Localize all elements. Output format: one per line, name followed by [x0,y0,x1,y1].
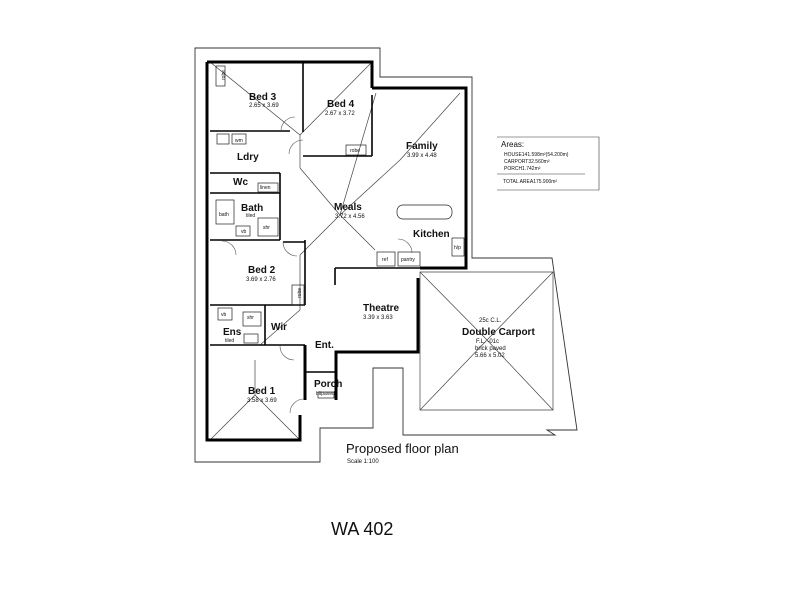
plan-scale: Scale 1:100 [347,459,379,465]
door-swings [221,116,413,414]
areas-house: HOUSE141.598m²(54.200m) [504,152,569,158]
fixture-labels: robe robe wm linen tiled bath shr robe r… [219,70,461,344]
ref-label: ref [382,257,388,263]
ens-tiled-label: tiled [225,338,234,344]
carport-note-1: 25c C.L. [479,318,502,324]
room-kitchen-label: Kitchen [413,229,450,240]
room-wc-label: Wc [233,177,248,188]
areas-heading: Areas: [501,140,524,149]
hp-label: h/p [454,245,461,251]
room-bed2-label: Bed 2 [248,265,276,276]
room-bed4-dim: 2.67 x 3.72 [325,111,355,117]
room-bed1-label: Bed 1 [248,386,276,397]
carport-note-3: brick paved [475,346,506,352]
fixtures [215,65,465,399]
pantry-label: pantry [401,257,415,263]
robe-label-bed2: robe [297,288,303,298]
room-labels: Bed 3 2.65 x 3.69 Bed 4 2.67 x 3.72 Fami… [223,92,535,404]
room-bath-label: Bath [241,203,263,214]
room-wir-label: Wir [271,322,287,333]
plan-code: WA 402 [331,519,394,539]
wm-label: wm [235,138,243,144]
room-bed4-label: Bed 4 [327,99,355,110]
room-theatre-label: Theatre [363,303,400,314]
robe-label-bed4: robe [350,148,360,154]
vb-label-bath: vb [241,229,247,235]
room-meals-label: Meals [334,202,362,213]
porch-note: bitpaved [316,391,335,397]
carport-note-4: 5.66 x 5.02 [475,353,505,359]
room-family-label: Family [406,141,438,152]
room-meals-dim: 3.72 x 4.56 [335,214,365,220]
room-bed3-dim: 2.65 x 3.69 [249,103,279,109]
linen-label: linen [260,185,271,191]
internal-walls [210,62,420,373]
plan-title: Proposed floor plan [346,441,459,456]
areas-porch: PORCH1.742m² [504,166,541,172]
roof-hip-lines [209,61,554,441]
room-family-dim: 3.99 x 4.48 [407,153,437,159]
room-ldry-label: Ldry [237,152,259,163]
room-porch-label: Porch [314,379,342,390]
areas-table: Areas: HOUSE141.598m²(54.200m) CARPORT32… [497,136,600,191]
room-ent-label: Ent. [315,340,334,351]
robe-label-bed3: robe [221,70,227,80]
room-bed3-label: Bed 3 [249,92,277,103]
roof-outline [194,47,578,463]
shr-label-bath: shr [263,225,270,231]
bath-tiled-label: tiled [246,213,255,219]
room-bed2-dim: 3.69 x 2.76 [246,277,276,283]
room-ens-label: Ens [223,327,242,338]
room-carport-label: Double Carport [462,327,535,338]
areas-total: TOTAL AREA175.900m² [503,179,557,185]
room-bed1-dim: 3.58 x 3.69 [247,398,277,404]
areas-carport: CARPORT32.560m² [504,159,550,165]
vb-label-ens: vb [221,312,227,318]
carport-note-2: F.L. -01c [476,339,499,345]
room-theatre-dim: 3.39 x 3.63 [363,315,393,321]
shr-label-ens: shr [247,315,254,321]
bath-fixture-label: bath [219,212,229,218]
